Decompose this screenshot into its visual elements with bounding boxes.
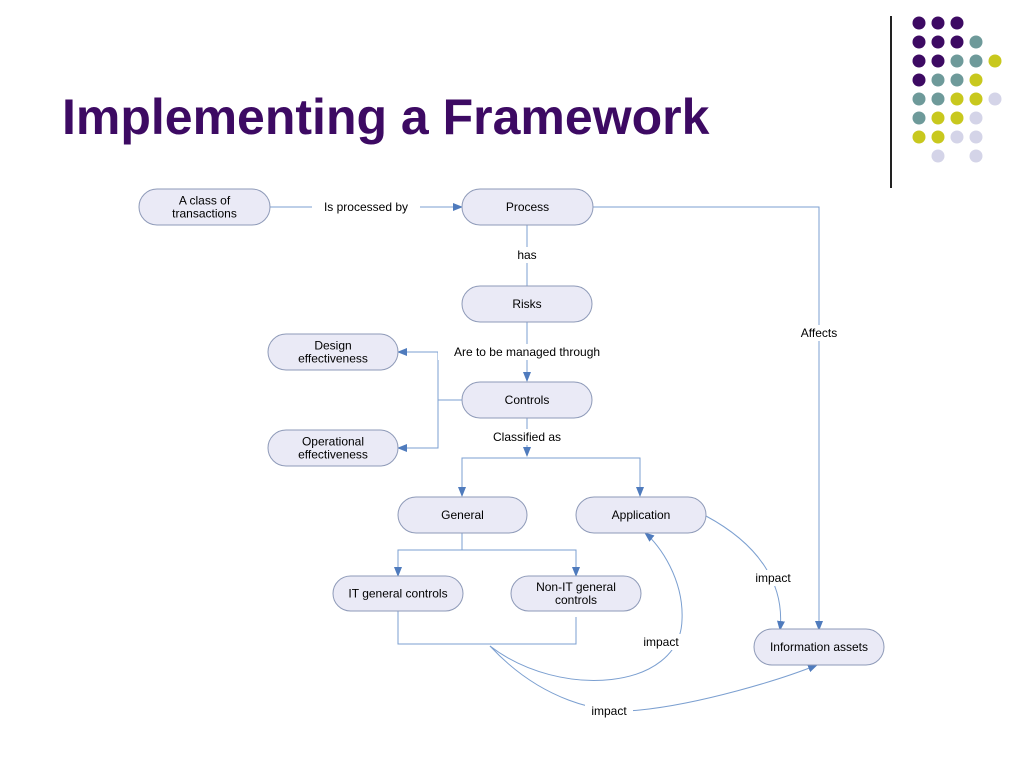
node-design-effectiveness-shape (267, 333, 399, 371)
node-process: Process (461, 188, 594, 226)
svg-text:Classified as: Classified as (493, 430, 561, 444)
decor-dot (950, 16, 964, 30)
node-general: General (397, 496, 528, 534)
node-process-shape (461, 188, 594, 226)
edge-process-to-info (593, 206, 823, 631)
decor-dot (969, 35, 983, 49)
edge-label-impact-to-app: impact (637, 634, 685, 650)
decor-dot (931, 92, 945, 106)
decor-dot (969, 111, 983, 125)
node-class-of-transactions-label: transactions (172, 207, 237, 221)
edge-classified-branch (461, 457, 644, 497)
node-class-of-transactions-label: A class of (179, 194, 231, 208)
node-non-it-general-controls-shape (510, 575, 642, 612)
decor-dot (950, 35, 964, 49)
edge-label-processed-by: Is processed by (312, 199, 420, 215)
edge-label-affects: Affects (795, 325, 843, 341)
node-information-assets-label: Information assets (770, 640, 868, 654)
svg-text:impact: impact (591, 704, 627, 718)
decor-dot (988, 54, 1002, 68)
edge-controls-to-design (397, 348, 462, 401)
decor-dot (950, 111, 964, 125)
node-risks-shape (461, 285, 593, 323)
node-application: Application (575, 496, 707, 534)
edge-label-has: has (513, 247, 541, 263)
edge-controls-to-operational (397, 400, 439, 452)
decor-dot (931, 149, 945, 163)
node-class-of-transactions-shape (138, 188, 271, 226)
decor-dot (950, 73, 964, 87)
node-it-general-controls-label: IT general controls (348, 587, 447, 601)
decorative-dots (912, 16, 1002, 163)
decor-dot (931, 54, 945, 68)
node-general-label: General (441, 508, 484, 522)
edge-impact-to-info (489, 645, 818, 712)
edge-label-impact-app-info: impact (749, 570, 797, 586)
decor-dot (931, 73, 945, 87)
title-divider (890, 16, 892, 188)
edge-subcontrols-bracket (397, 611, 577, 645)
node-process-label: Process (506, 200, 549, 214)
decor-dot (912, 130, 926, 144)
decor-dot (912, 111, 926, 125)
decor-dot (912, 35, 926, 49)
decor-dot (969, 149, 983, 163)
svg-text:impact: impact (755, 571, 791, 585)
svg-text:impact: impact (643, 635, 679, 649)
svg-text:Affects: Affects (801, 326, 837, 340)
node-operational-effectiveness-label: Operational (302, 435, 364, 449)
decor-dot (969, 73, 983, 87)
node-non-it-general-controls-label: Non-IT general (536, 580, 616, 594)
decor-dot (950, 54, 964, 68)
edge-label-impact-to-info: impact (585, 703, 633, 719)
node-information-assets: Information assets (753, 628, 885, 666)
node-application-label: Application (612, 508, 671, 522)
decor-dot (988, 92, 1002, 106)
node-operational-effectiveness-shape (267, 429, 399, 467)
decor-dot (931, 130, 945, 144)
decor-dot (931, 111, 945, 125)
node-operational-effectiveness-label: effectiveness (298, 448, 368, 462)
svg-text:Are to be managed through: Are to be managed through (454, 345, 600, 359)
edge-label-managed: Are to be managed through (438, 344, 616, 360)
slide-title: Implementing a Framework (62, 89, 710, 145)
edge-label-classified: Classified as (484, 429, 570, 445)
node-non-it-general-controls-label: controls (555, 593, 597, 607)
node-general-shape (397, 496, 528, 534)
node-application-shape (575, 496, 707, 534)
node-controls-label: Controls (505, 393, 550, 407)
decor-dot (912, 73, 926, 87)
svg-text:has: has (517, 248, 536, 262)
node-design-effectiveness-label: effectiveness (298, 352, 368, 366)
decor-dot (950, 130, 964, 144)
decor-dot (912, 92, 926, 106)
node-controls: Controls (461, 381, 593, 419)
decor-dot (931, 16, 945, 30)
svg-text:Is processed by: Is processed by (324, 200, 408, 214)
node-risks-label: Risks (512, 297, 541, 311)
node-risks: Risks (461, 285, 593, 323)
decor-dot (931, 35, 945, 49)
decor-dot (969, 130, 983, 144)
edge-general-to-subcontrols (394, 533, 463, 577)
node-design-effectiveness-label: Design (314, 339, 351, 353)
node-controls-shape (461, 381, 593, 419)
decor-dot (969, 54, 983, 68)
edge-general-to-nonit (462, 549, 580, 577)
decor-dot (912, 16, 926, 30)
decor-dot (912, 54, 926, 68)
edge-app-to-info (705, 515, 785, 631)
node-it-general-controls: IT general controls (332, 575, 464, 612)
decor-dot (969, 92, 983, 106)
node-information-assets-shape (753, 628, 885, 666)
node-it-general-controls-shape (332, 575, 464, 612)
decor-dot (950, 92, 964, 106)
